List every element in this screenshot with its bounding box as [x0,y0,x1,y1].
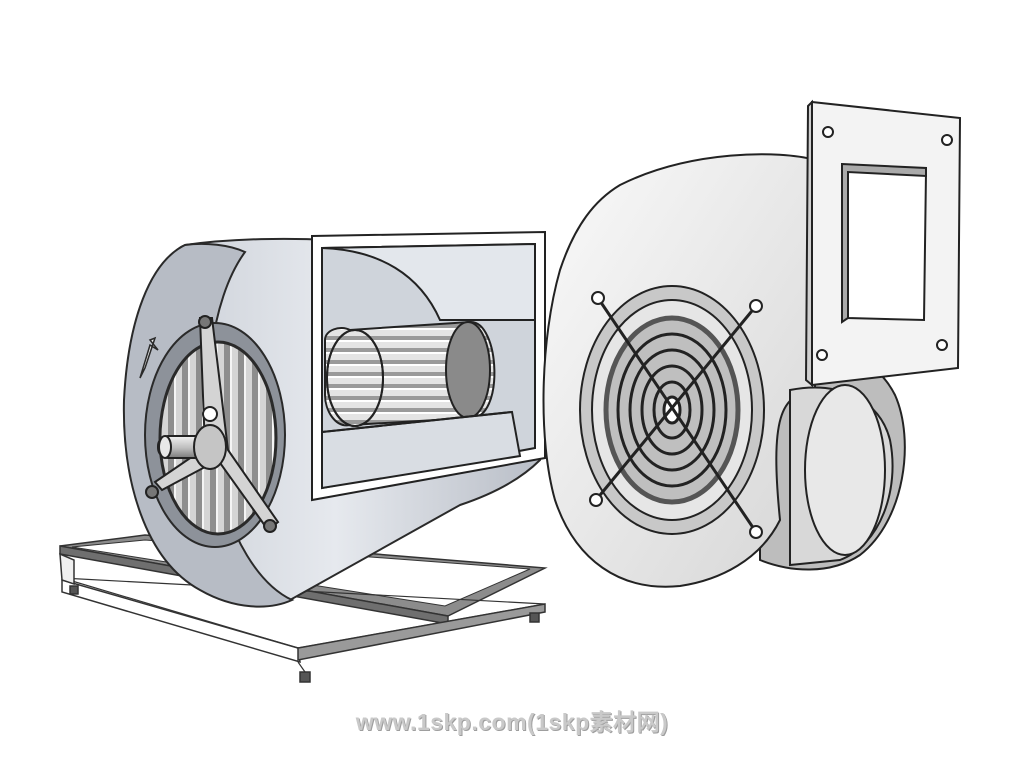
single-inlet-blower [542,99,962,588]
cutaway-frame [311,230,546,502]
double-inlet-blower [59,230,548,683]
inlet-guard-grille [579,285,765,539]
motor-bracket [145,315,280,533]
outlet-flange [804,99,962,388]
watermark-text: www.1skp.com(1skp素材网) [355,709,669,735]
